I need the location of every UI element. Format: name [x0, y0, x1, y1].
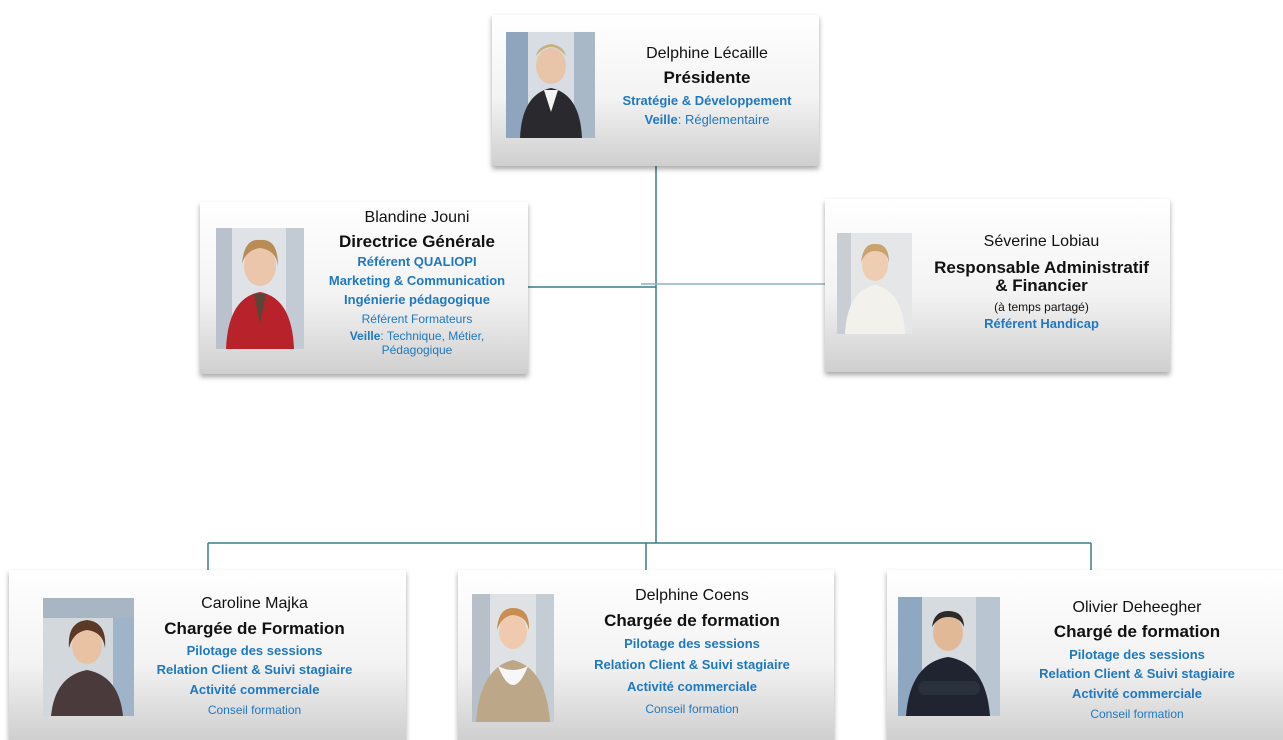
team-2-line-relation: Relation Client & Suivi stagiaire: [594, 657, 790, 672]
team-photo-2: [472, 594, 554, 722]
team-name-1: Caroline Majka: [201, 595, 308, 612]
president-card: Delphine Lécaille Présidente Stratégie &…: [492, 15, 819, 166]
president-line1: Stratégie & Développement: [622, 93, 792, 108]
team-2-line-conseil: Conseil formation: [645, 702, 739, 716]
team-role-1: Chargée de Formation: [164, 619, 345, 638]
team-text-2: Delphine Coens Chargée de formation Pilo…: [568, 586, 816, 720]
raf-name: Séverine Lobiau: [983, 233, 1100, 250]
team-text-3: Olivier Deheegher Chargé de formation Pi…: [1023, 598, 1251, 724]
team-name-3: Olivier Deheegher: [1072, 599, 1202, 616]
team-card-3: Olivier Deheegher Chargé de formation Pi…: [887, 570, 1283, 740]
team-1-line-relation: Relation Client & Suivi stagiaire: [156, 662, 353, 677]
team-3-line-relation: Relation Client & Suivi stagiaire: [1039, 666, 1235, 681]
team-name-2: Delphine Coens: [635, 587, 749, 604]
dg-veille-value: : Technique, Métier,: [380, 329, 485, 343]
dg-photo: [216, 228, 304, 349]
raf-text: Séverine Lobiau Responsable Administrati…: [915, 232, 1168, 333]
team-2-line-commercial: Activité commerciale: [626, 679, 758, 694]
team-text-1: Caroline Majka Chargée de Formation Pilo…: [137, 594, 372, 720]
president-role: Présidente: [663, 68, 751, 87]
team-3-line-commercial: Activité commerciale: [1071, 686, 1203, 701]
raf-card: Séverine Lobiau Responsable Administrati…: [825, 199, 1170, 372]
team-role-3: Chargé de formation: [1053, 622, 1221, 641]
dg-card: Blandine Jouni Directrice Générale Référ…: [200, 202, 528, 374]
team-2-line-pilotage: Pilotage des sessions: [624, 636, 760, 651]
president-photo: [506, 32, 595, 138]
president-name: Delphine Lécaille: [646, 45, 768, 62]
team-photo-1: [43, 598, 134, 716]
dg-role: Directrice Générale: [339, 232, 495, 251]
dg-name: Blandine Jouni: [364, 209, 470, 226]
raf-photo: [837, 233, 912, 334]
dg-text: Blandine Jouni Directrice Générale Référ…: [308, 208, 526, 357]
team-role-2: Chargée de formation: [604, 611, 780, 630]
dg-line-ingenierie: Ingénierie pédagogique: [344, 292, 490, 307]
president-veille-value: : Réglementaire: [677, 112, 770, 127]
dg-veille: Veille: Technique, Métier,: [308, 329, 526, 343]
raf-note: (à temps partagé): [994, 300, 1089, 314]
team-1-line-commercial: Activité commerciale: [189, 682, 320, 697]
team-card-1: Caroline Majka Chargée de Formation Pilo…: [9, 570, 406, 740]
team-1-line-conseil: Conseil formation: [207, 703, 302, 717]
raf-role: Responsable Administratif & Financier: [934, 258, 1149, 295]
dg-line-qualiopi: Référent QUALIOPI: [357, 254, 477, 269]
raf-line: Référent Handicap: [984, 316, 1099, 331]
team-1-line-pilotage: Pilotage des sessions: [186, 643, 323, 658]
president-veille-label: Veille: [644, 112, 678, 127]
team-photo-3: [898, 597, 1000, 716]
dg-line-marketing: Marketing & Communication: [328, 273, 506, 288]
team-card-2: Delphine Coens Chargée de formation Pilo…: [458, 570, 834, 740]
dg-line-formateurs: Référent Formateurs: [361, 312, 473, 326]
president-veille: Veille: Réglementaire: [597, 110, 817, 129]
team-3-line-pilotage: Pilotage des sessions: [1069, 647, 1205, 662]
team-3-line-conseil: Conseil formation: [1090, 707, 1184, 721]
president-text: Delphine Lécaille Présidente Stratégie &…: [597, 44, 817, 129]
dg-veille-value-2: Pédagogique: [381, 343, 453, 357]
dg-veille-label: Veille: [349, 329, 381, 343]
